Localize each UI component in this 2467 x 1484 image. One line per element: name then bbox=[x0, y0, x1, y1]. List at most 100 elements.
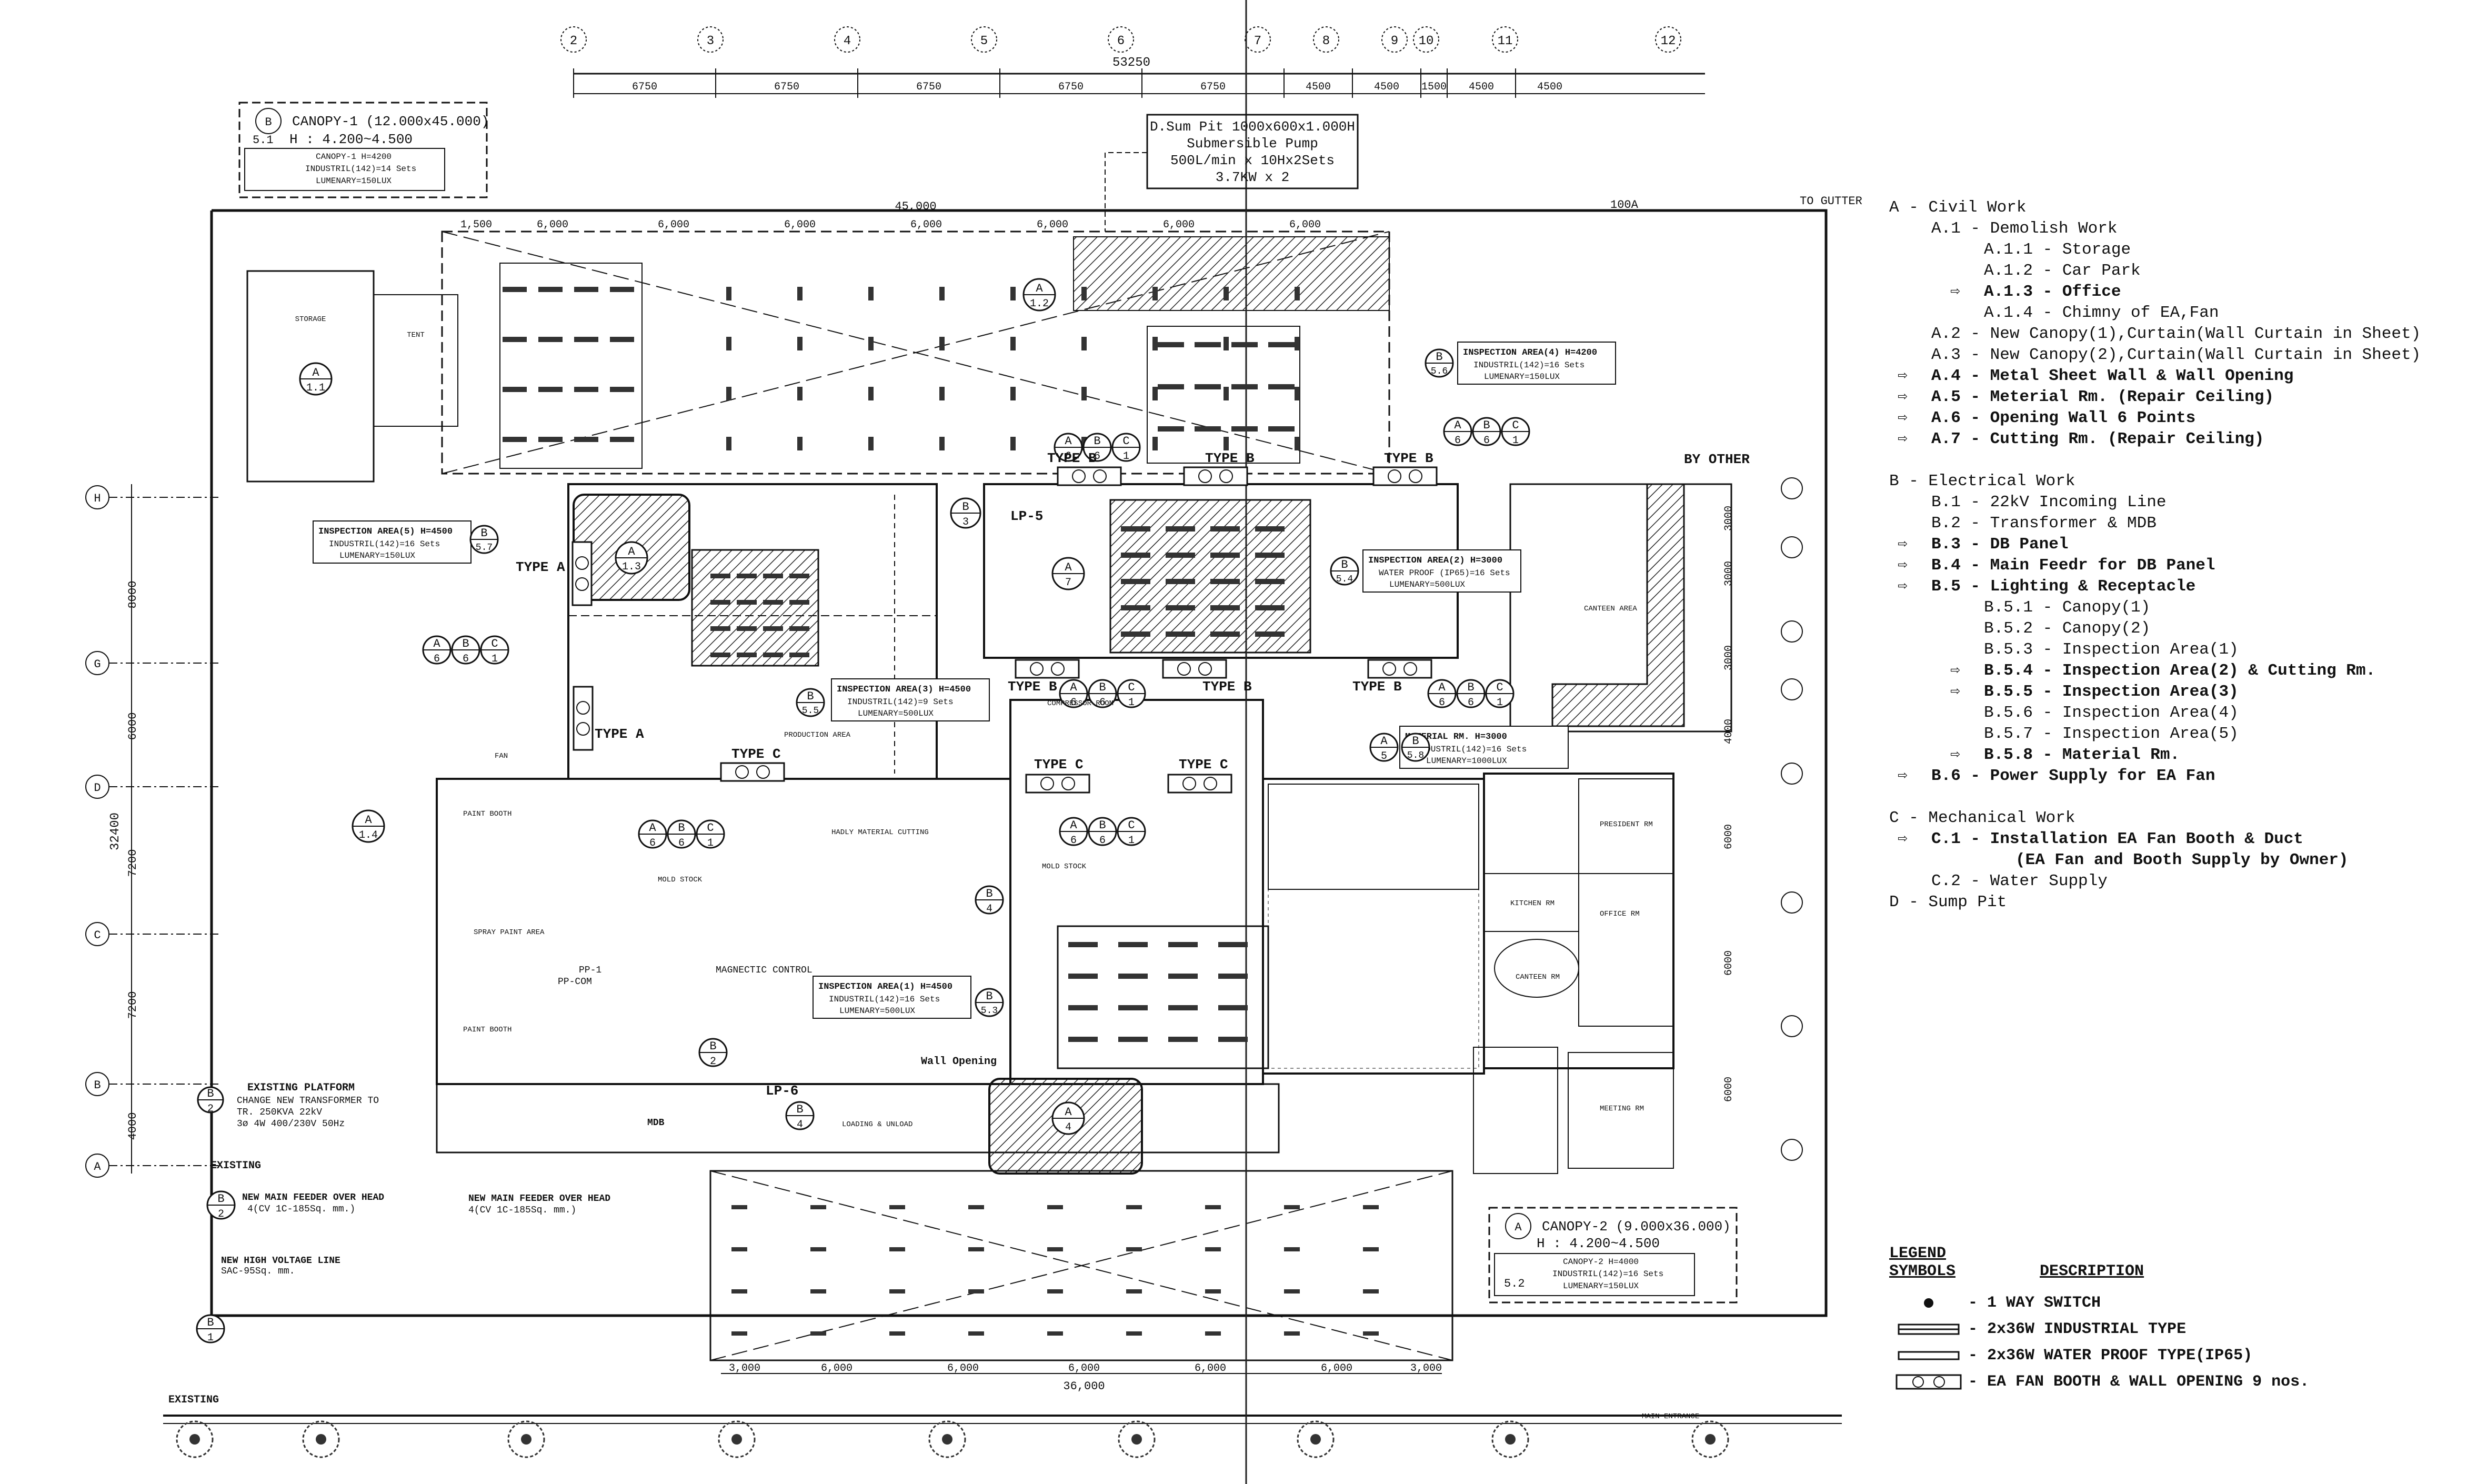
canopy-2-tag-num: 5.2 bbox=[1504, 1277, 1525, 1290]
triplet-6-c: C1 bbox=[1485, 679, 1515, 709]
lamp bbox=[1210, 631, 1240, 637]
lamp bbox=[726, 387, 731, 400]
area-notes: INSPECTION AREA(4) H=4200INDUSTRIL(142)=… bbox=[313, 342, 1616, 1019]
lamp bbox=[574, 337, 598, 342]
lamp bbox=[726, 337, 731, 350]
lamp bbox=[1068, 1037, 1098, 1042]
legend-item: A - Civil Work bbox=[1889, 197, 2458, 218]
tag-b-1: B1 bbox=[196, 1314, 225, 1344]
legend-item: B.5.3 - Inspection Area(1) bbox=[1889, 639, 2458, 660]
arrow-icon: ⇨ bbox=[1950, 661, 1960, 680]
grid-label-top: 10 bbox=[1419, 34, 1434, 48]
grid-bubble-left: A bbox=[85, 1154, 221, 1178]
type-label-c: TYPE C bbox=[1034, 757, 1084, 773]
canopy-1-height: H : 4.200~4.500 bbox=[289, 132, 413, 147]
note-insp1-tag-b: B bbox=[986, 990, 992, 1003]
legend-item: A.1.1 - Storage bbox=[1889, 239, 2458, 260]
triplet-2-b: B6 bbox=[667, 819, 696, 849]
lamp bbox=[1010, 437, 1016, 450]
lamp bbox=[1081, 287, 1087, 300]
misc-labels: LP-5 LP-6 MAGNECTIC CONTROL PP-1 PP-COM … bbox=[168, 452, 1750, 1421]
legend-item-text: B.5.1 - Canopy(1) bbox=[1984, 598, 2151, 617]
tag-b-2-left-top: B bbox=[217, 1192, 224, 1206]
lamp bbox=[1126, 1205, 1142, 1209]
lamp bbox=[1121, 631, 1150, 637]
triplet-3-c-bottom: 1 bbox=[1123, 450, 1129, 463]
lamp bbox=[710, 574, 730, 578]
lamp bbox=[939, 287, 945, 300]
canopy-1-dim: 6,000 bbox=[537, 219, 568, 231]
triplet-3-b: B6 bbox=[1082, 433, 1112, 463]
grid-bubble-top: 12 bbox=[1655, 26, 1681, 53]
note-insp5-tag-b: B bbox=[480, 527, 487, 540]
canopy-2-total-dim: 36,000 bbox=[1063, 1380, 1105, 1393]
legend-item: ⇨B.4 - Main Feedr for DB Panel bbox=[1889, 555, 2458, 576]
lamp bbox=[1295, 287, 1300, 300]
lamp bbox=[810, 1331, 826, 1336]
lamp bbox=[574, 437, 598, 442]
note-mat-tag-b: B bbox=[1412, 735, 1419, 748]
triplet-5-c-top: C bbox=[1128, 681, 1135, 694]
tree-icon bbox=[1297, 1420, 1335, 1458]
room-labels: PRODUCTION AREA PAINT BOOTH SPRAY PAINT … bbox=[463, 605, 1653, 1129]
lamp bbox=[1152, 387, 1158, 400]
canopy-2-row2: INDUSTRIL(142)=16 Sets bbox=[1552, 1269, 1663, 1279]
triplet-1-b-bottom: 6 bbox=[463, 653, 469, 665]
tag-b-2-plat-top: B bbox=[207, 1087, 214, 1100]
symbols-legend: LEGEND SYMBOLS DESCRIPTION - 1 WAY SWITC… bbox=[1889, 1245, 2447, 1395]
lamp bbox=[1168, 942, 1198, 947]
tag-b-4a: B4 bbox=[975, 885, 1004, 915]
tag-a-1-2-bottom: 1.2 bbox=[1030, 298, 1049, 310]
room-compressor: COMPRESSOR ROOM bbox=[1047, 699, 1114, 708]
lighting-fixtures bbox=[503, 287, 1379, 1336]
lamp bbox=[1363, 1247, 1379, 1251]
tag-b-4b-top: B bbox=[796, 1103, 803, 1116]
type-label-a: TYPE A bbox=[516, 559, 565, 575]
lamp bbox=[1195, 426, 1221, 432]
lamp bbox=[610, 287, 634, 292]
type-label-b: TYPE B bbox=[1202, 679, 1252, 695]
lamp bbox=[939, 437, 945, 450]
lamp bbox=[1010, 387, 1016, 400]
ea-fan-booth bbox=[720, 762, 785, 782]
lamp bbox=[1284, 1205, 1300, 1209]
lamp bbox=[538, 437, 563, 442]
top-dim: 6750 bbox=[774, 81, 799, 93]
triplet-5-a-bottom: 6 bbox=[1070, 697, 1077, 709]
arrow-icon: ⇨ bbox=[1898, 535, 1908, 554]
triplet-5-b-top: B bbox=[1099, 681, 1106, 694]
grid-label-top: 12 bbox=[1661, 34, 1676, 48]
lamp bbox=[1363, 1205, 1379, 1209]
triplet-5-c: C1 bbox=[1117, 679, 1146, 709]
triplet-1-a: A6 bbox=[422, 635, 452, 665]
sump-pit-note: D.Sum Pit 1000x600x1.000H Submersible Pu… bbox=[1105, 114, 1359, 232]
symbol-row: - 1 WAY SWITCH bbox=[1889, 1290, 2447, 1316]
lamp bbox=[1121, 526, 1150, 532]
lamp bbox=[1081, 337, 1087, 350]
feeder1-l1: NEW MAIN FEEDER OVER HEAD bbox=[242, 1192, 384, 1203]
arrow-icon: ⇨ bbox=[1898, 767, 1908, 785]
room-president: PRESIDENT RM bbox=[1600, 820, 1653, 829]
lamp bbox=[538, 287, 563, 292]
tag-a-1-1: A1.1 bbox=[299, 362, 333, 396]
lamp bbox=[1010, 287, 1016, 300]
grid-label-top: 9 bbox=[1391, 34, 1398, 48]
legend-item: ⇨A.5 - Meterial Rm. (Repair Ceiling) bbox=[1889, 387, 2458, 408]
canopy-2-tag-a: A bbox=[1515, 1221, 1522, 1234]
top-dim: 6750 bbox=[916, 81, 941, 93]
top-dim: 4500 bbox=[1306, 81, 1331, 93]
triplet-2-c-bottom: 1 bbox=[707, 837, 714, 849]
symbol-description: - EA FAN BOOTH & WALL OPENING 9 nos. bbox=[1968, 1373, 2310, 1391]
triplet-1-c-bottom: 1 bbox=[492, 653, 498, 665]
lamp bbox=[1118, 942, 1148, 947]
lamp bbox=[1295, 387, 1300, 400]
lamp bbox=[1205, 1247, 1221, 1251]
lamp bbox=[1126, 1289, 1142, 1294]
lamp bbox=[1363, 1331, 1379, 1336]
room-spray: SPRAY PAINT AREA bbox=[474, 928, 545, 937]
note-insp2-l3: LUMENARY=500LUX bbox=[1389, 580, 1465, 589]
lamp bbox=[737, 574, 757, 578]
left-dim: 8000 bbox=[126, 581, 139, 609]
lamp bbox=[1195, 342, 1221, 347]
